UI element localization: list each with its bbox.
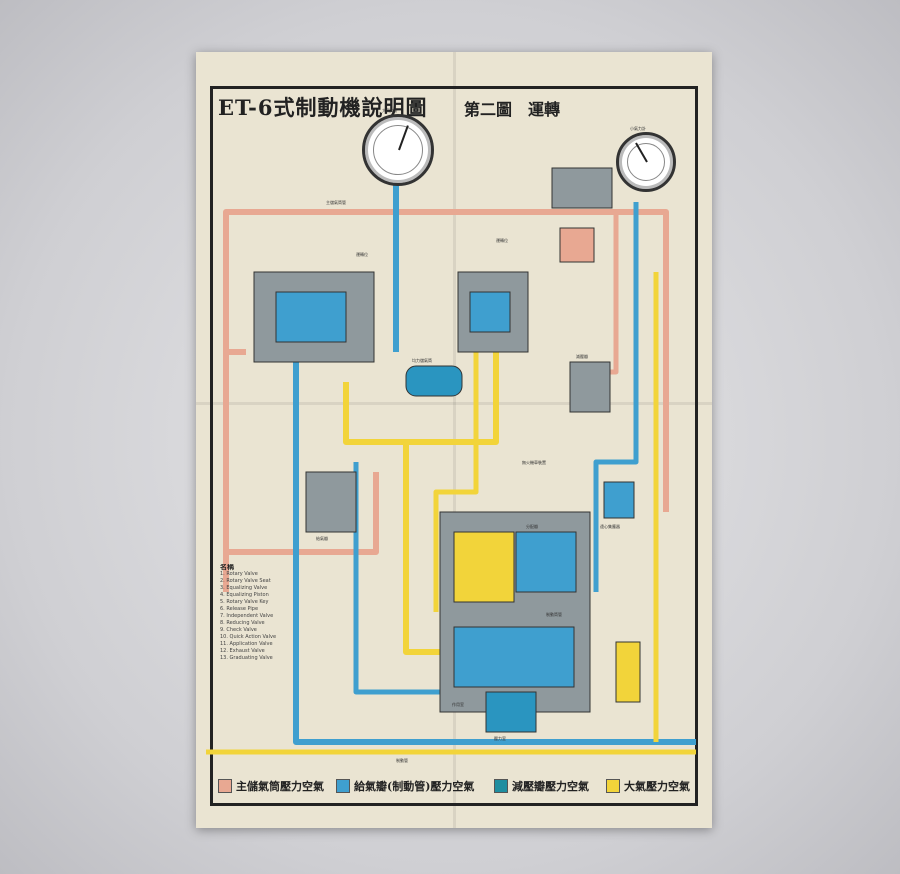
list-item: 1. Rotary Valve bbox=[220, 571, 258, 577]
atmosphere-line-4 bbox=[433, 352, 479, 612]
atmosphere-line-2 bbox=[403, 442, 446, 655]
legend-label: 主儲氣筒壓力空氣 bbox=[236, 780, 324, 793]
large-air-gauge bbox=[362, 114, 434, 186]
dirt-collector bbox=[603, 481, 635, 519]
legend-item-atmosphere: 大氣壓力空氣 bbox=[606, 774, 690, 798]
label-dirt-collector: 遠心集塵器 bbox=[600, 524, 620, 529]
main-reservoir-pipe-2 bbox=[226, 349, 379, 555]
equalizing-reservoir bbox=[405, 365, 463, 397]
small-air-gauge bbox=[616, 132, 676, 192]
legend-swatch bbox=[606, 779, 620, 793]
legend-label: 大氣壓力空氣 bbox=[624, 780, 690, 793]
legend-label: 給氣瓣(制動管)壓力空氣 bbox=[354, 780, 475, 793]
atmosphere-line-3 bbox=[206, 272, 696, 755]
pump-governor bbox=[551, 167, 613, 209]
feed-valve bbox=[305, 471, 357, 533]
list-item: 6. Release Pipe bbox=[220, 606, 259, 612]
list-item: 4. Equalizing Piston bbox=[220, 592, 269, 598]
label-equalizing-reservoir: 均力儲氣筒 bbox=[412, 358, 432, 363]
list-item: 13. Graduating Valve bbox=[220, 655, 273, 661]
list-item: 8. Reducing Valve bbox=[220, 620, 265, 626]
small-gauge-label: 小氣力計 bbox=[630, 126, 646, 131]
label-main-reservoir-pipe: 主儲氣筒管 bbox=[326, 200, 346, 205]
legend-swatch bbox=[218, 779, 232, 793]
brake-pipe-line-2 bbox=[593, 202, 639, 592]
brake-pipe-line bbox=[293, 172, 696, 745]
legend-item-main-reservoir: 主儲氣筒壓力空氣 bbox=[218, 774, 324, 798]
list-item: 5. Rotary Valve Key bbox=[220, 599, 269, 605]
label-pressure-chamber: 壓力室 bbox=[494, 736, 506, 741]
list-item: 9. Check Valve bbox=[220, 627, 257, 633]
label-rotary: 運轉位 bbox=[356, 252, 368, 257]
large-gauge-label: 大氣力計 bbox=[382, 108, 398, 113]
list-item: 12. Exhaust Valve bbox=[220, 648, 265, 654]
list-item: 2. Rotary Valve Seat bbox=[220, 578, 271, 584]
label-distributing-valve: 分配瓣 bbox=[526, 524, 538, 529]
label-brake-cylinder-pipe: 制動筒管 bbox=[546, 612, 562, 617]
poster-subtitle: 第二圖 運轉 bbox=[464, 100, 561, 119]
label-independent: 運轉位 bbox=[496, 238, 508, 243]
pipe-diagram bbox=[206, 167, 696, 755]
list-item: 7. Independent Valve bbox=[220, 613, 274, 619]
legend-item-brake-pipe: 給氣瓣(制動管)壓力空氣 bbox=[336, 774, 474, 798]
legend-label: 減壓瓣壓力空氣 bbox=[512, 780, 589, 793]
list-item: 10. Quick Action Valve bbox=[220, 634, 277, 640]
label-brake-pipe: 制動管 bbox=[396, 758, 408, 763]
brake-pipe-line-3 bbox=[353, 462, 441, 695]
legend-item-reducing: 減壓瓣壓力空氣 bbox=[494, 774, 589, 798]
horizontal-fold bbox=[196, 402, 712, 405]
safety-valve bbox=[615, 641, 641, 703]
poster: ET-6式制動機說明圖 第二圖 運轉 bbox=[196, 52, 712, 828]
label-feed-valve: 給氣瓣 bbox=[316, 536, 328, 541]
names-heading: 名稱 bbox=[220, 564, 234, 571]
part-names-list: 名稱 1. Rotary Valve 2. Rotary Valve Seat … bbox=[220, 564, 300, 774]
label-application-cylinder: 作用室 bbox=[452, 702, 464, 707]
reducing-valve bbox=[569, 361, 611, 413]
legend-swatch bbox=[336, 779, 350, 793]
atmosphere-line bbox=[343, 312, 499, 445]
legend-swatch bbox=[494, 779, 508, 793]
list-item: 3. Equalizing Valve bbox=[220, 585, 268, 591]
label-dead-engine: 無火機車裝置 bbox=[522, 460, 546, 465]
poster-frame bbox=[210, 86, 698, 806]
label-reducing-valve: 減壓瓣 bbox=[576, 354, 588, 359]
list-item: 11. Application Valve bbox=[220, 641, 273, 647]
